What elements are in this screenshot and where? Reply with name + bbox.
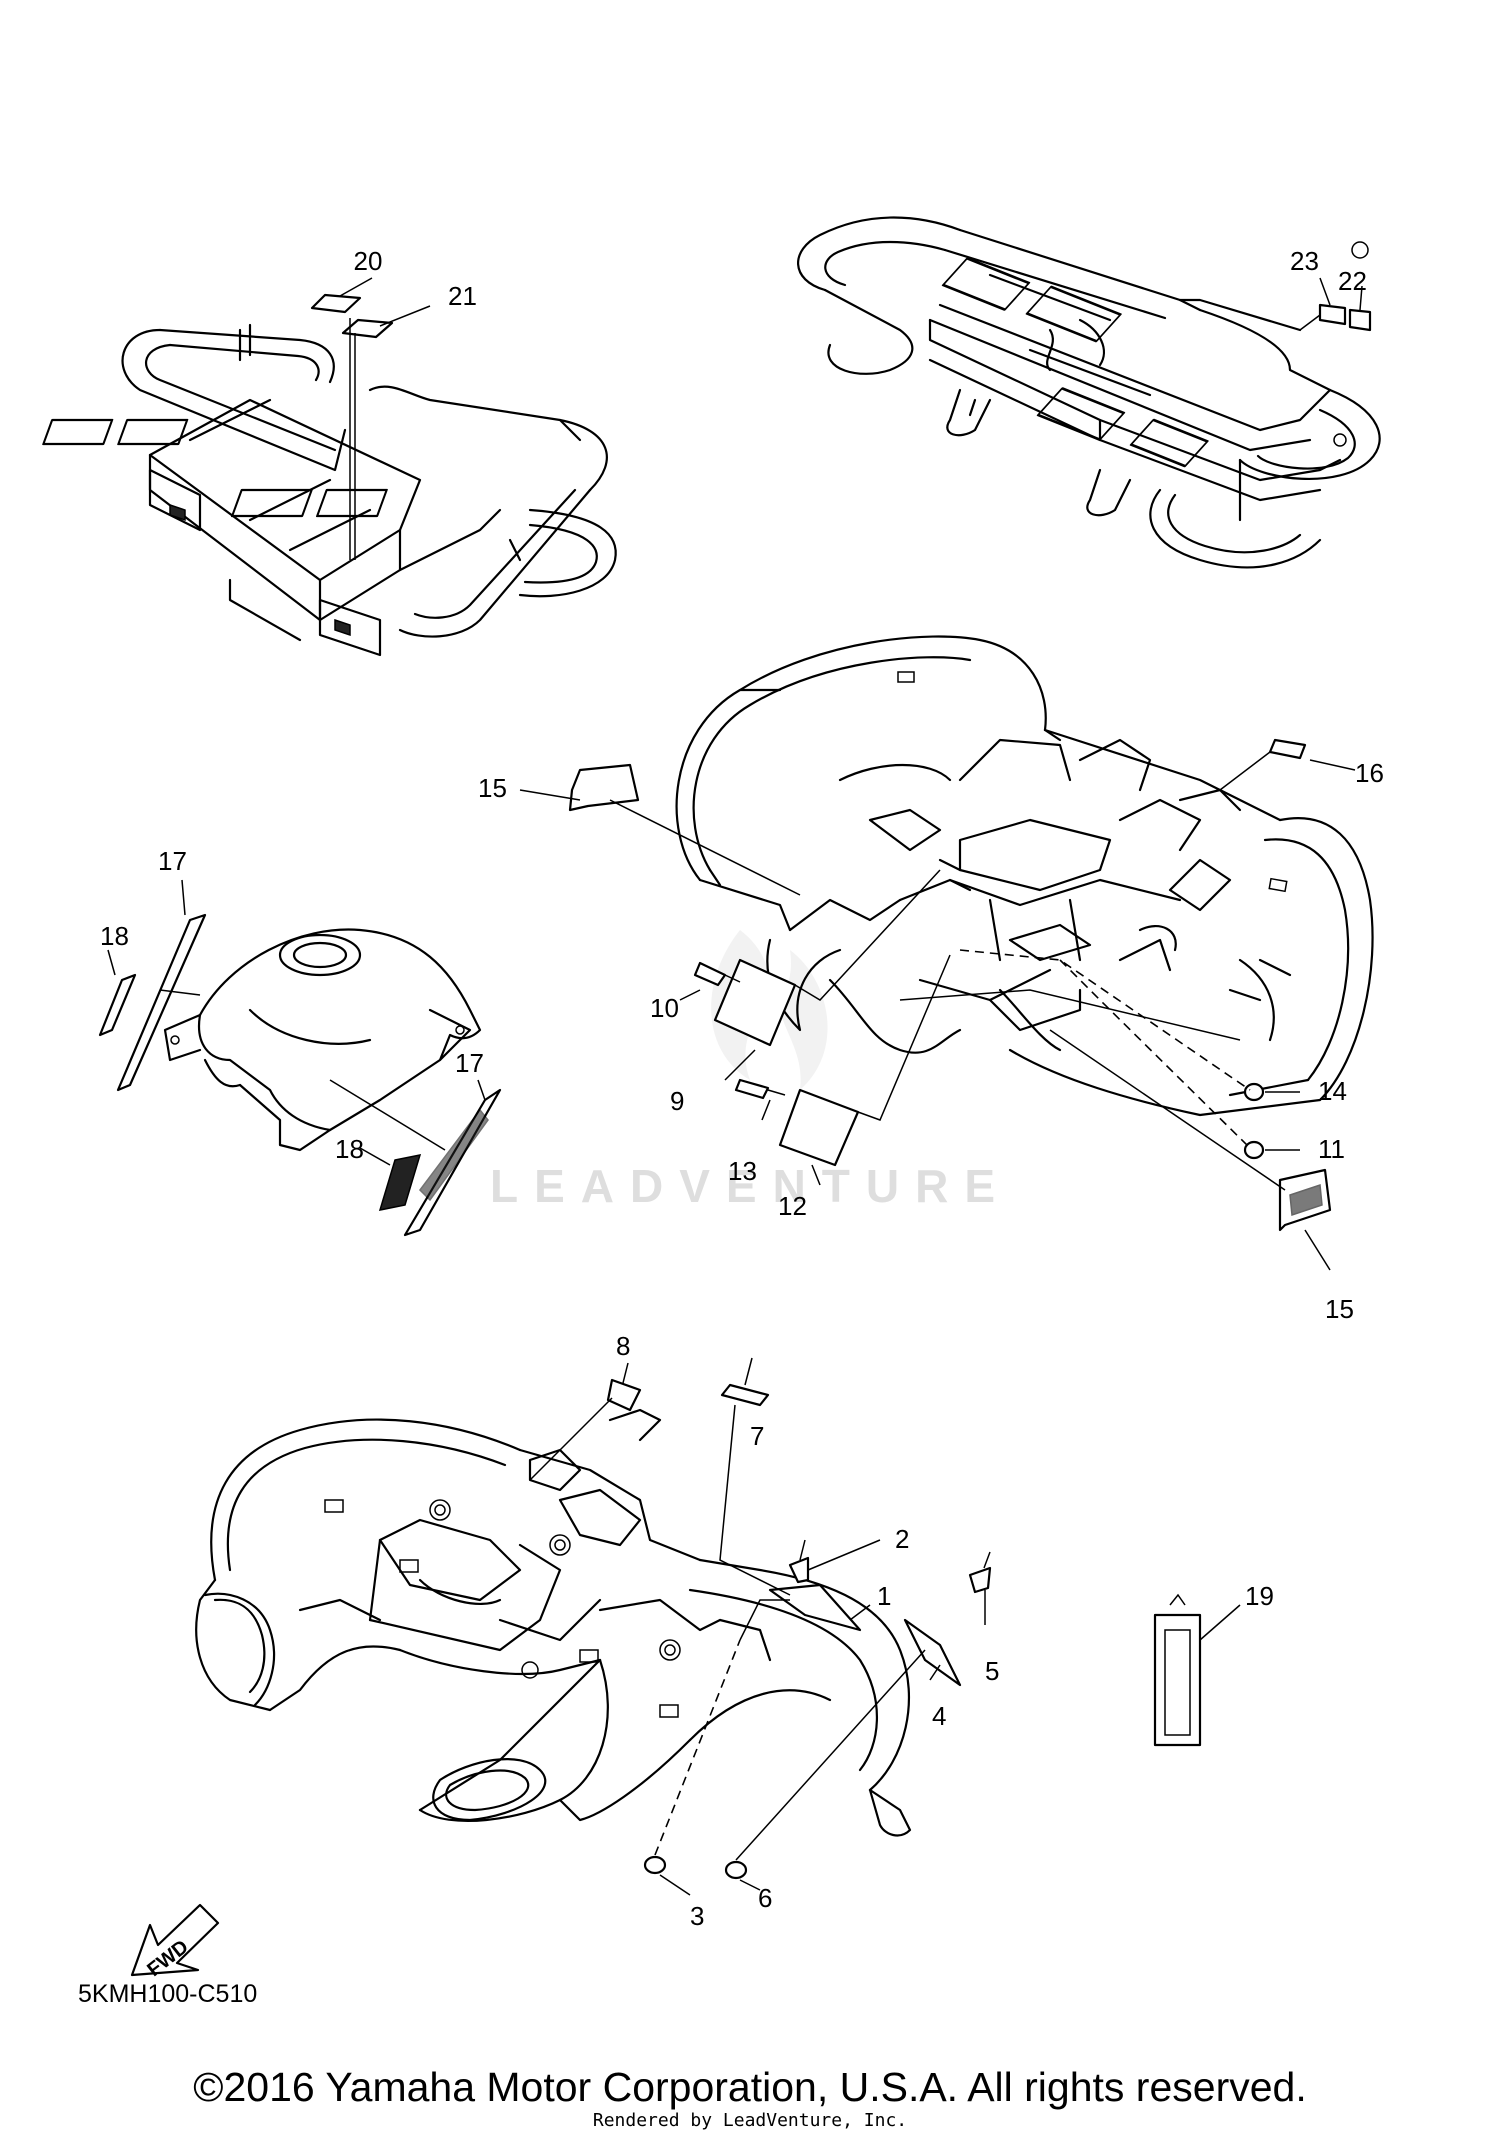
fwd-arrow-icon: FWD — [130, 1903, 220, 1981]
callout-8: 8 — [616, 1331, 630, 1361]
callout-5: 5 — [985, 1656, 999, 1686]
callout-10: 10 — [650, 993, 679, 1023]
callout-17-upper: 17 — [158, 846, 187, 876]
screw-10[interactable] — [693, 961, 727, 987]
sticker-23[interactable] — [1318, 303, 1347, 326]
sticker-9[interactable] — [713, 958, 797, 1047]
sticker-22[interactable] — [1348, 308, 1372, 332]
callout-16: 16 — [1355, 758, 1384, 788]
callout-13: 13 — [728, 1156, 757, 1186]
callout-21: 21 — [448, 281, 477, 311]
screw-13[interactable] — [734, 1078, 770, 1100]
callout-6: 6 — [758, 1883, 772, 1913]
callout-4: 4 — [932, 1701, 946, 1731]
sticker-18-upper[interactable] — [98, 973, 137, 1037]
callout-22: 22 — [1338, 266, 1367, 296]
callout-17-lower: 17 — [455, 1048, 484, 1078]
sticker-4[interactable] — [903, 1618, 962, 1687]
callout-20: 20 — [354, 246, 383, 276]
sticker-17-upper[interactable] — [116, 913, 207, 1092]
callout-23: 23 — [1290, 246, 1319, 276]
callout-12: 12 — [778, 1191, 807, 1221]
callout-2: 2 — [895, 1524, 909, 1554]
callout-18-upper: 18 — [100, 921, 129, 951]
tank-cover[interactable] — [163, 928, 482, 1152]
watermark-text: LEADVENTURE — [490, 1160, 1011, 1212]
front-carrier[interactable] — [42, 323, 617, 657]
callout-15-upper: 15 — [478, 773, 507, 803]
callout-9: 9 — [670, 1086, 684, 1116]
callout-14: 14 — [1318, 1076, 1347, 1106]
callout-19: 19 — [1245, 1581, 1274, 1611]
washer-11[interactable] — [1243, 1140, 1265, 1160]
sticker-19[interactable] — [1153, 1613, 1202, 1747]
front-fender[interactable] — [195, 1408, 912, 1837]
sticker-16[interactable] — [1268, 738, 1307, 760]
callout-15-lower: 15 — [1325, 1294, 1354, 1324]
sticker-20[interactable] — [310, 293, 362, 314]
callout-18-lower: 18 — [335, 1134, 364, 1164]
callout-11: 11 — [1318, 1134, 1345, 1164]
sticker-7[interactable] — [720, 1383, 770, 1407]
sticker-15-upper[interactable] — [568, 763, 640, 812]
callout-1: 1 — [877, 1581, 891, 1611]
callout-3: 3 — [690, 1901, 704, 1931]
sticker-21[interactable] — [341, 318, 394, 339]
washer-3[interactable] — [643, 1855, 667, 1875]
screw-5[interactable] — [968, 1566, 992, 1594]
diagram-code: 5KMH100-C510 — [78, 1980, 257, 2008]
rear-carrier[interactable] — [797, 216, 1381, 569]
sticker-1[interactable] — [768, 1583, 862, 1632]
callout-7: 7 — [750, 1421, 764, 1451]
rear-fender[interactable] — [675, 635, 1374, 1117]
washer-14[interactable] — [1243, 1082, 1265, 1102]
washer-6[interactable] — [724, 1860, 748, 1880]
sticker-18-lower[interactable] — [378, 1154, 422, 1211]
screw-2[interactable] — [788, 1556, 810, 1584]
sticker-8[interactable] — [606, 1378, 642, 1412]
copyright-notice: ©2016 Yamaha Motor Corporation, U.S.A. A… — [193, 2064, 1307, 2110]
callout-labels: 20 21 23 22 15 16 17 18 17 18 10 9 13 12… — [100, 246, 1384, 1931]
sticker-12[interactable] — [778, 1088, 860, 1167]
rendered-by-credit: Rendered by LeadVenture, Inc. — [592, 2110, 908, 2131]
